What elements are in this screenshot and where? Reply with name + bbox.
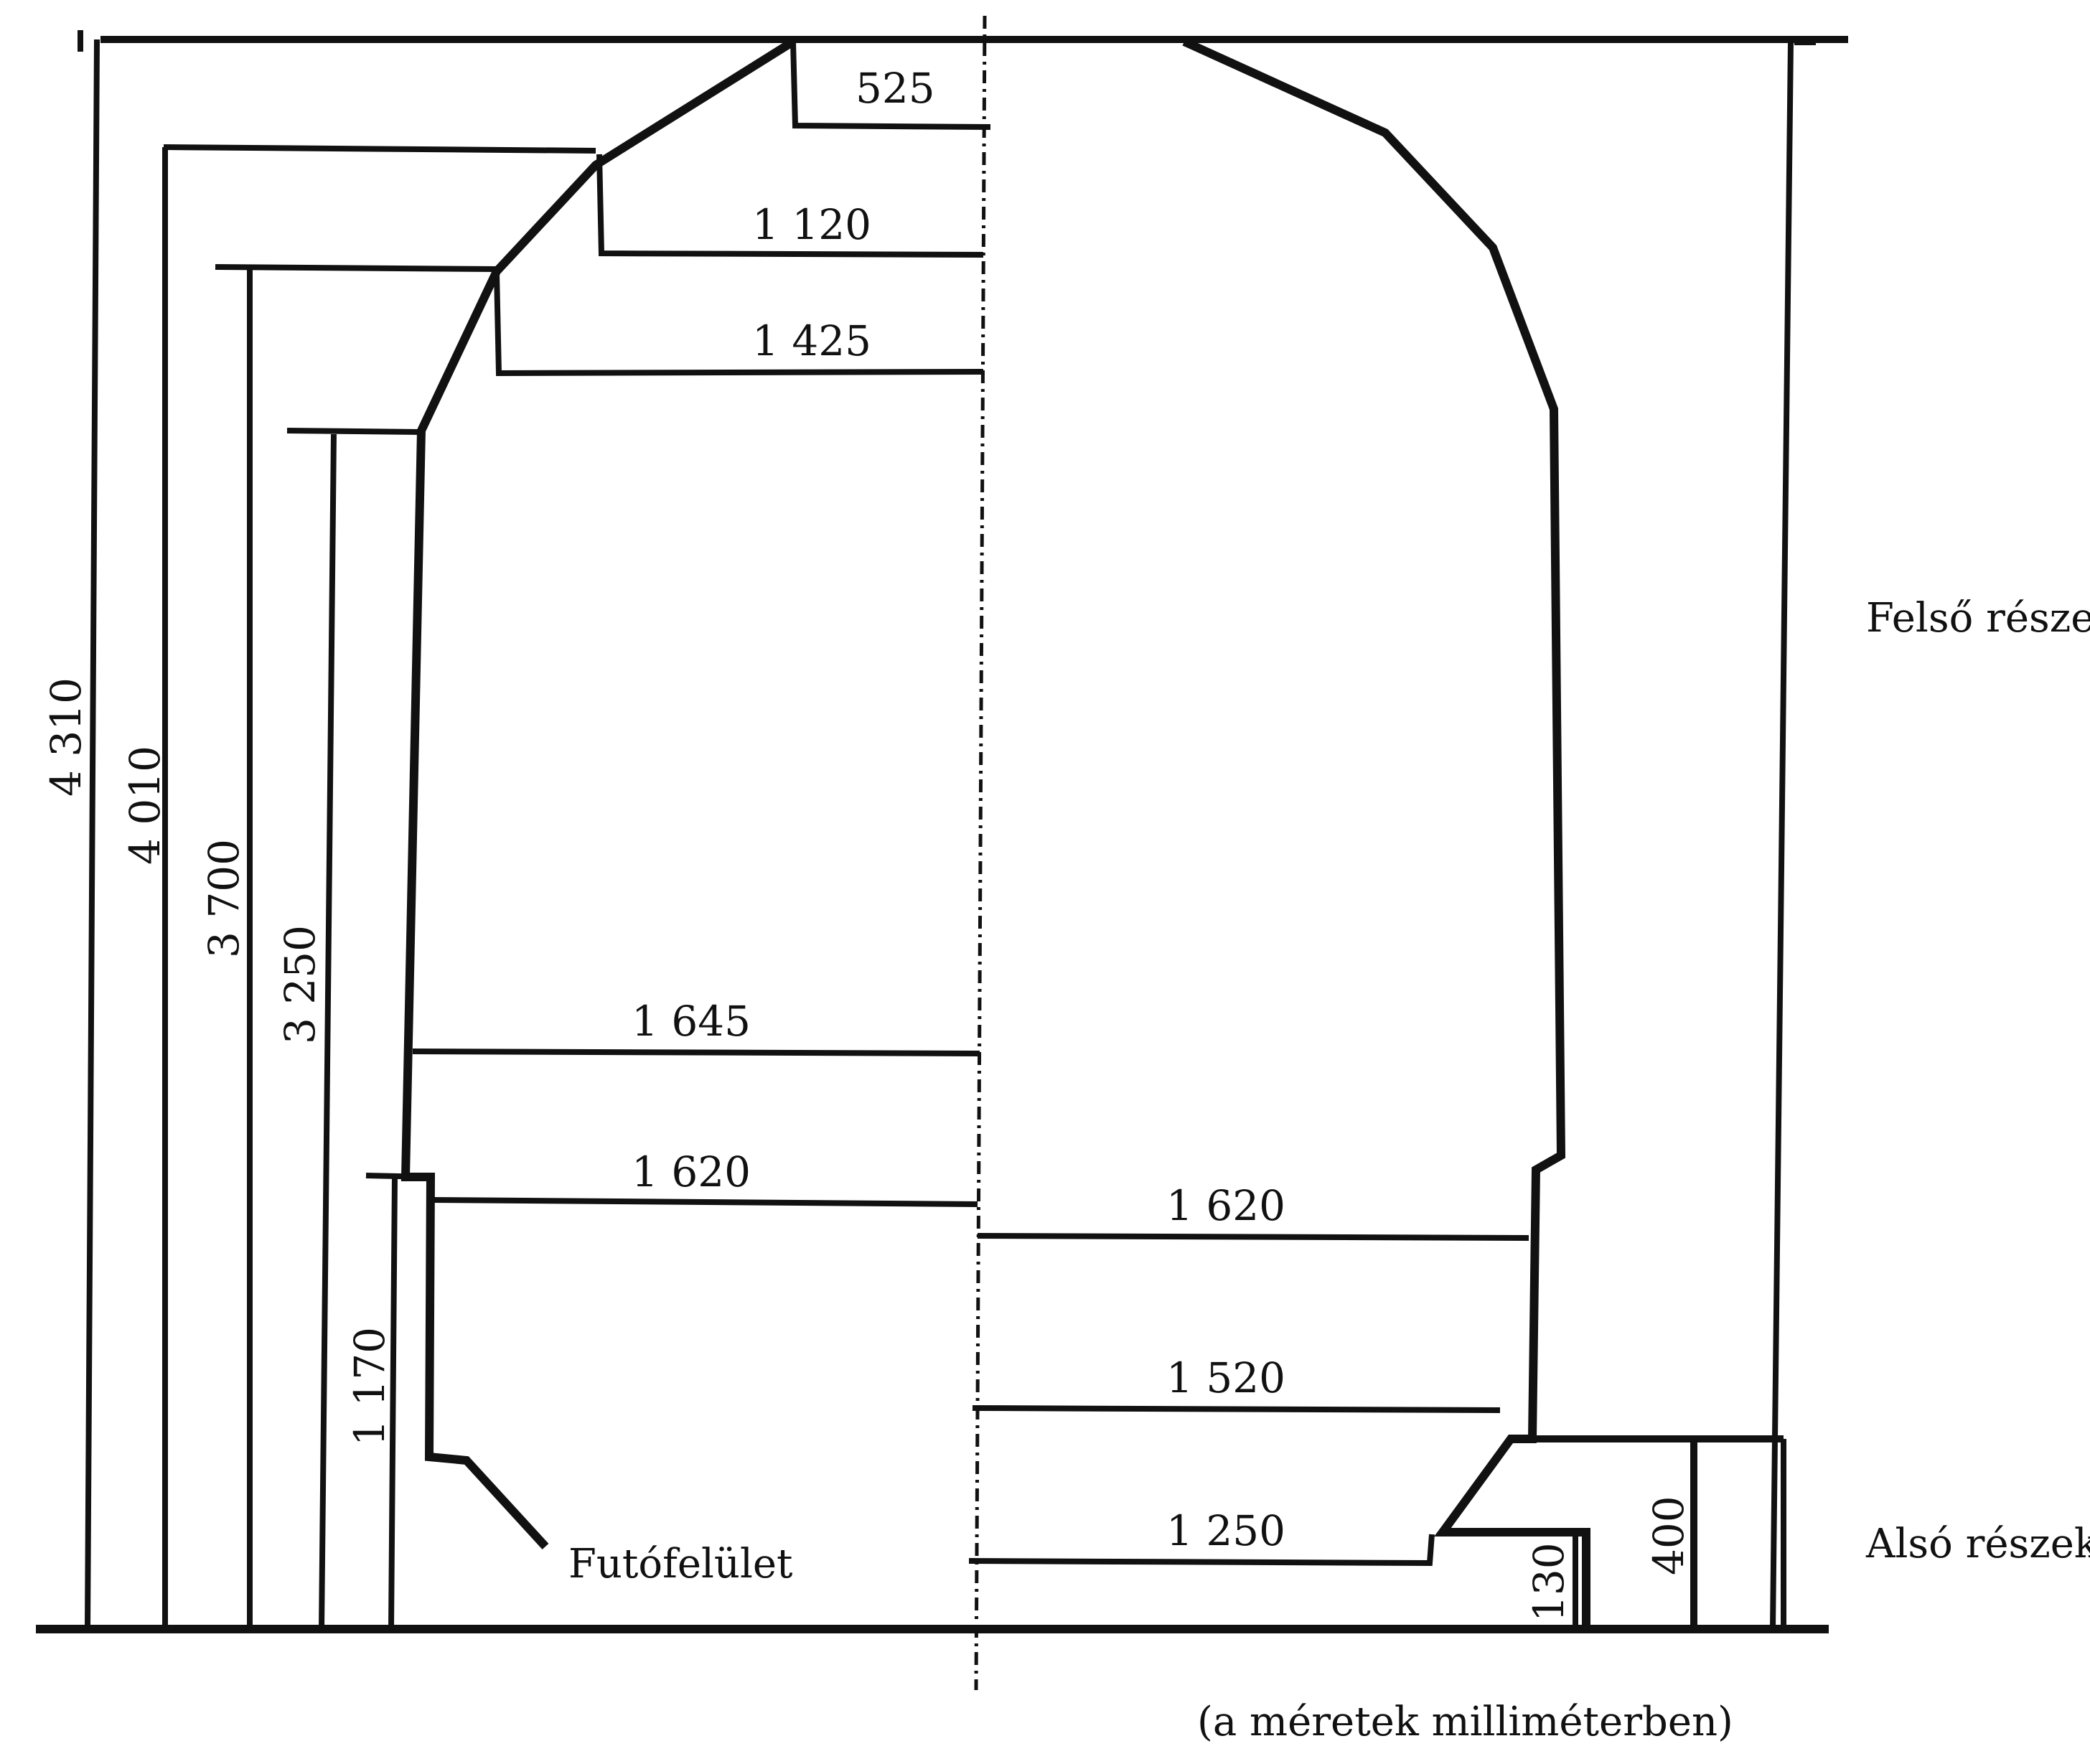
label-width-1620-left: 1 620 <box>632 1148 751 1196</box>
right-gauge-profile <box>1182 37 1590 1633</box>
label-width-1120: 1 120 <box>752 200 871 249</box>
label-height-4310: 4 310 <box>42 677 90 797</box>
units-note: (a méretek milliméterben) <box>1197 1699 1733 1745</box>
width-bracket-1250 <box>968 1534 1435 1567</box>
label-width-1645: 1 645 <box>632 997 751 1046</box>
label-height-400: 400 <box>1644 1496 1693 1575</box>
width-line-1620-left <box>430 1197 978 1207</box>
ext-4010 <box>163 144 596 154</box>
center-axis-line <box>974 15 987 1691</box>
label-width-1425: 1 425 <box>752 316 871 365</box>
label-running-surface: Futófelület <box>568 1541 793 1587</box>
width-bracket-1120 <box>596 154 984 258</box>
label-width-525: 525 <box>856 64 935 113</box>
label-height-3700: 3 700 <box>200 839 248 958</box>
label-height-3250: 3 250 <box>276 925 324 1044</box>
height-line-4310 <box>85 39 100 1630</box>
right-frame-line <box>1770 42 1794 1630</box>
height-line-1170 <box>388 1176 398 1630</box>
label-height-4010: 4 010 <box>121 746 169 865</box>
label-width-1620-right: 1 620 <box>1166 1181 1285 1230</box>
width-bracket-1425 <box>494 272 984 377</box>
label-lower-parts: Alsó részek <box>1865 1521 2090 1567</box>
label-upper-parts: Felső részek <box>1866 595 2090 642</box>
width-line-1620-right <box>977 1233 1529 1241</box>
ext-1170 <box>365 1173 431 1180</box>
ext-3250 <box>286 428 422 435</box>
width-line-1645 <box>412 1048 980 1056</box>
label-height-1170: 1 170 <box>345 1327 394 1446</box>
width-line-1520 <box>972 1405 1501 1413</box>
label-width-1520: 1 520 <box>1166 1354 1285 1402</box>
ext-3700 <box>215 264 497 272</box>
label-height-130: 130 <box>1524 1542 1573 1622</box>
width-bracket-525 <box>790 41 991 130</box>
label-width-1250: 1 250 <box>1166 1506 1285 1555</box>
height-line-3250 <box>319 433 337 1630</box>
